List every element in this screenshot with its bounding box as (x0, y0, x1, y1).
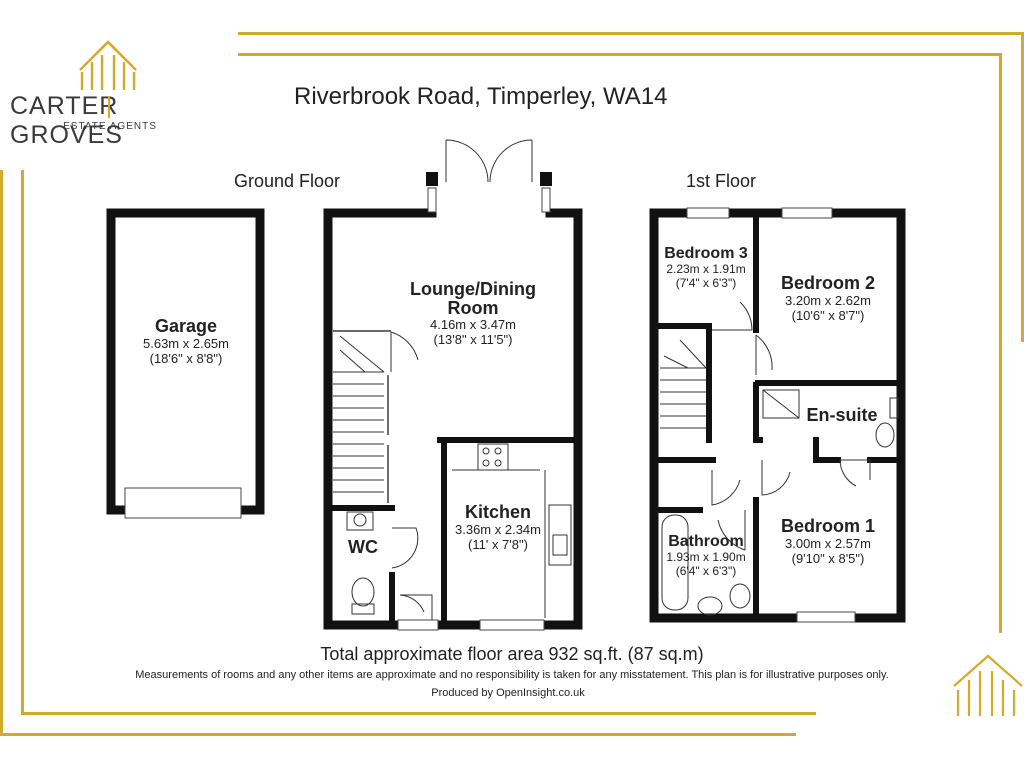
frame-top-line-outer (238, 32, 1024, 35)
room-name: Bedroom 2 (780, 273, 876, 293)
room-name: Bathroom (668, 533, 744, 550)
room-metric: 5.63m x 2.65m (143, 335, 229, 351)
room-name: Kitchen (464, 502, 531, 522)
frame-left-line-inner (21, 170, 24, 715)
room-name: WC (348, 537, 378, 557)
brand-tagline: ESTATE AGENTS (63, 121, 157, 132)
total-floor-area: Total approximate floor area 932 sq.ft. … (320, 644, 704, 664)
room-en-suite: En-suite (796, 405, 888, 426)
brand-name: CARTER GROVES (10, 92, 123, 149)
room-metric: 1.93m x 1.90m (666, 550, 746, 565)
room-imperial: (13'8" x 11'5") (433, 331, 513, 347)
ground-floor-walls (323, 139, 583, 631)
frame-bottom-line-outer (0, 733, 796, 736)
room-metric: 4.16m x 3.47m (430, 316, 516, 332)
room-lounge: Lounge/Dining Room 4.16m x 3.47m (13'8" … (388, 280, 558, 348)
room-imperial: (18'6" x 8'8") (149, 350, 223, 366)
room-imperial: (7'4" x 6'3") (675, 276, 737, 291)
frame-top-line-inner (238, 53, 1000, 56)
room-name: En-suite (806, 405, 878, 425)
room-imperial: (10'6" x 8'7") (791, 307, 865, 323)
ground-floor-label: Ground Floor (234, 171, 341, 191)
garage-walls (106, 208, 265, 519)
room-imperial: (11' x 7'8") (468, 536, 528, 552)
room-bedroom-3: Bedroom 3 2.23m x 1.91m (7'4" x 6'3") (655, 245, 757, 291)
frame-left-line-outer (0, 170, 3, 735)
room-name: Bedroom 3 (664, 245, 748, 262)
first-floor-walls (649, 207, 906, 623)
room-garage: Garage 5.63m x 2.65m (18'6" x 8'8") (111, 316, 261, 367)
room-imperial: (9'10" x 8'5") (791, 550, 865, 566)
disclaimer-text: Measurements of rooms and any other item… (135, 669, 889, 681)
room-metric: 3.36m x 2.34m (455, 521, 541, 537)
frame-bottom-line-inner (21, 712, 816, 715)
room-imperial: (6'4" x 6'3") (675, 564, 737, 579)
room-name: Garage (154, 316, 218, 336)
room-wc: WC (336, 537, 390, 558)
room-name: Lounge/Dining Room (410, 279, 536, 318)
room-bathroom: Bathroom 1.93m x 1.90m (6'4" x 6'3") (656, 533, 756, 579)
brand-divider (108, 96, 110, 118)
room-bedroom-2: Bedroom 2 3.20m x 2.62m (10'6" x 8'7") (758, 273, 898, 324)
room-metric: 3.20m x 2.62m (785, 292, 871, 308)
frame-right-line-outer (1021, 32, 1024, 342)
room-bedroom-1: Bedroom 1 3.00m x 2.57m (9'10" x 8'5") (758, 516, 898, 567)
plan-title: Riverbrook Road, Timperley, WA14 (294, 83, 668, 110)
room-kitchen: Kitchen 3.36m x 2.34m (11' x 7'8") (448, 502, 548, 553)
first-floor-label: 1st Floor (686, 171, 757, 191)
room-metric: 2.23m x 1.91m (666, 262, 746, 277)
room-name: Bedroom 1 (780, 516, 876, 536)
produced-by-text: Produced by OpenInsight.co.uk (431, 687, 585, 699)
room-metric: 3.00m x 2.57m (785, 535, 871, 551)
frame-right-line-inner (999, 53, 1002, 633)
